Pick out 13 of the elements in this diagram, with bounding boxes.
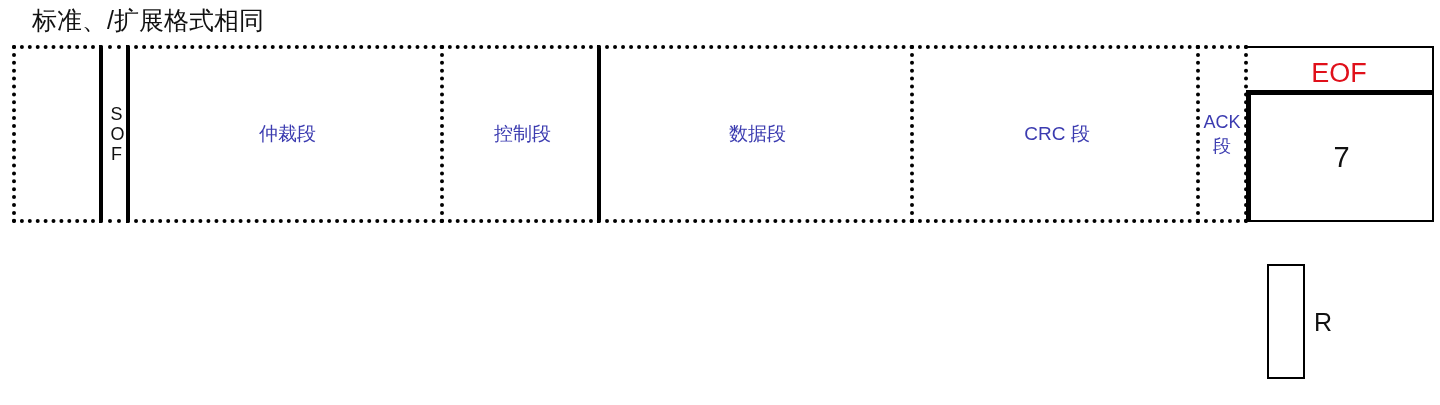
bit-box [1267,264,1305,379]
bit-label: R [1314,308,1333,337]
eof-box [1246,46,1434,222]
field-label: 数据段 [729,122,786,146]
field-label: 仲裁段 [258,122,316,146]
count-cell: 7 [1246,90,1432,220]
field-label: ACK 段 [1202,111,1242,158]
frame-field [1196,45,1248,223]
field-label: EOF [1310,58,1368,89]
field-label: CRC 段 [1024,122,1090,146]
title: 标准、/扩展格式相同 [32,5,264,36]
field-label: SOF [110,104,123,164]
field-label: 控制段 [494,122,551,146]
